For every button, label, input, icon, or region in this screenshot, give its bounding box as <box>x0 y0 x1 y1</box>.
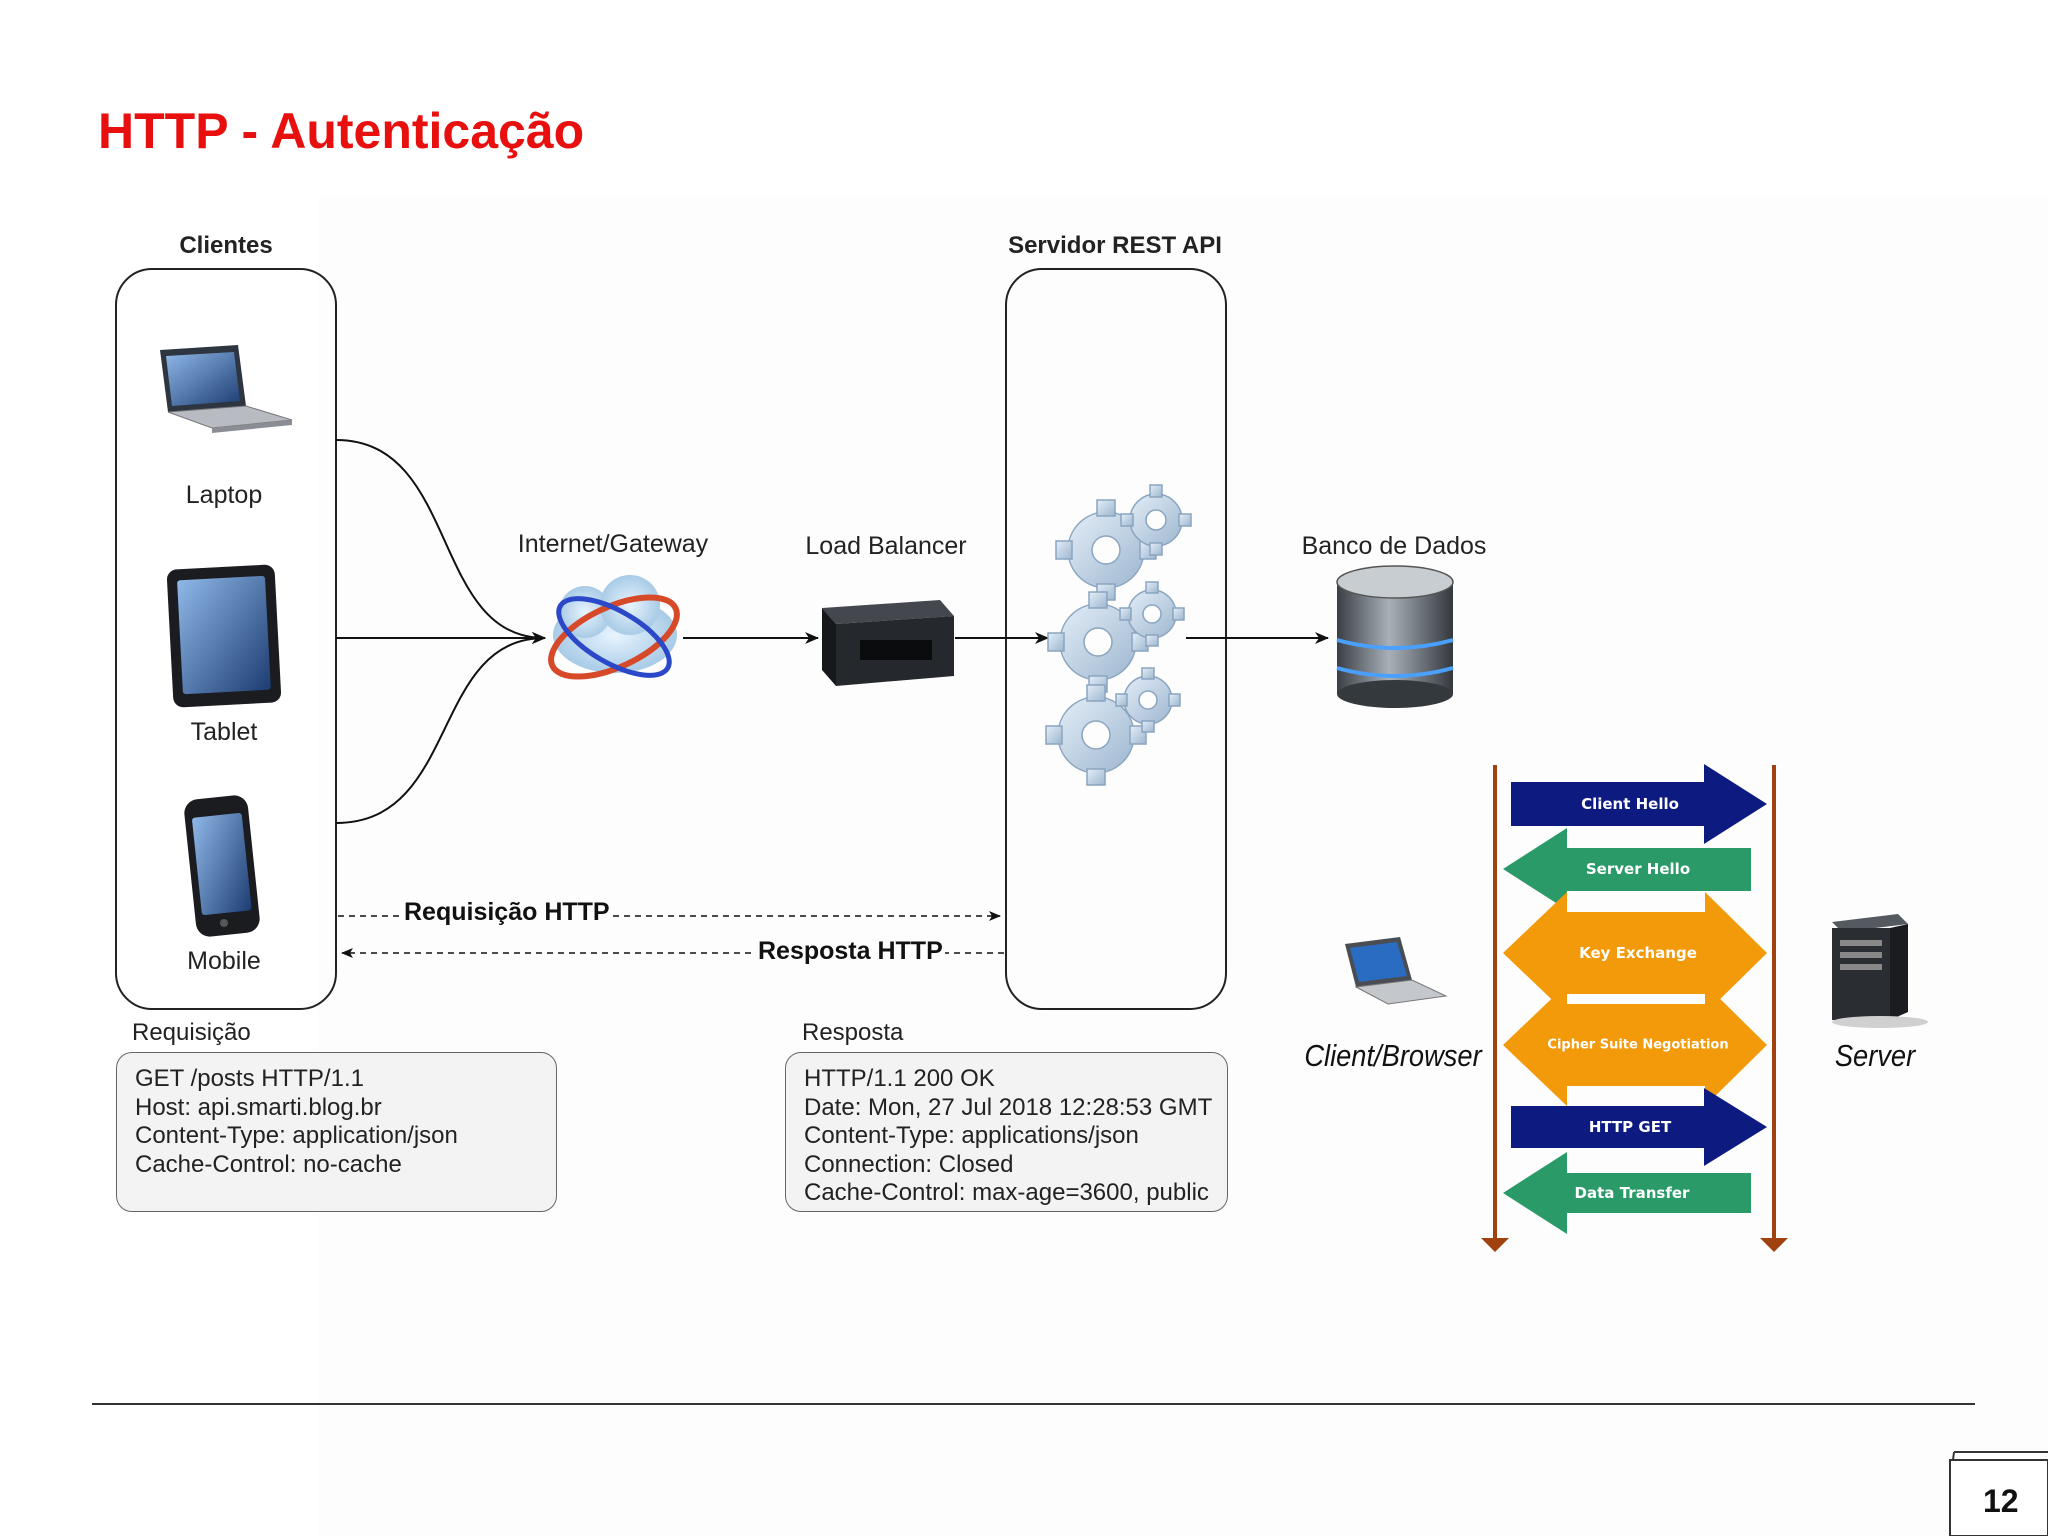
slide-title: HTTP - Autenticação <box>98 103 585 159</box>
page-number-frame <box>1949 1451 2048 1536</box>
request-box: GET /posts HTTP/1.1 Host: api.smarti.blo… <box>116 1052 557 1212</box>
server-tower-icon <box>1832 914 1928 1028</box>
data-transfer-label: Data Transfer <box>1574 1184 1690 1202</box>
request-line: GET /posts HTTP/1.1 <box>135 1065 364 1092</box>
client-hello-arrow <box>1511 764 1767 844</box>
server-hello-arrow <box>1503 828 1751 910</box>
clients-title: Clientes <box>179 232 273 259</box>
request-line: Content-Type: application/json <box>135 1122 458 1149</box>
database-label: Banco de Dados <box>1301 532 1487 560</box>
mobile-connection <box>335 632 546 824</box>
internet-gateway-label: Internet/Gateway <box>517 530 709 558</box>
load-balancer-icon <box>822 600 954 686</box>
response-label: Resposta <box>802 1019 904 1046</box>
data-transfer-arrow <box>1503 1152 1751 1234</box>
gears-icon <box>1045 484 1192 786</box>
key-exchange-label: Key Exchange <box>1579 944 1697 962</box>
response-line: Date: Mon, 27 Jul 2018 12:28:53 GMT <box>804 1093 1213 1121</box>
client-laptop-icon <box>1345 937 1448 1005</box>
device-label-mobile: Mobile <box>187 947 261 975</box>
internet-gateway-icon <box>548 575 680 680</box>
diagram-background <box>318 196 2048 1536</box>
server-hello-label: Server Hello <box>1585 860 1691 878</box>
request-line: Cache-Control: no-cache <box>135 1150 402 1178</box>
request-label: Requisição <box>132 1019 251 1046</box>
load-balancer-label: Load Balancer <box>805 532 967 560</box>
mobile-icon <box>184 795 260 937</box>
request-line: Host: api.smarti.blog.br <box>135 1093 382 1121</box>
tablet-icon <box>166 564 282 708</box>
response-flow-label: Resposta HTTP <box>756 937 945 966</box>
cipher-suite-arrow <box>1503 984 1767 1106</box>
server-title: Servidor REST API <box>1008 232 1222 259</box>
footer-divider <box>92 1403 1975 1405</box>
key-exchange-arrow <box>1503 892 1767 1014</box>
laptop-icon <box>160 345 293 433</box>
client-browser-label: Client/Browser <box>1304 1038 1482 1073</box>
response-line: HTTP/1.1 200 OK <box>804 1065 995 1092</box>
response-box: HTTP/1.1 200 OK Date: Mon, 27 Jul 2018 1… <box>785 1052 1228 1212</box>
device-label-laptop: Laptop <box>185 481 263 509</box>
server-lifeline-arrowhead <box>1760 1238 1788 1252</box>
database-icon <box>1336 565 1454 708</box>
response-line: Cache-Control: max-age=3600, public <box>804 1179 1209 1206</box>
client-lifeline-arrowhead <box>1481 1238 1509 1252</box>
laptop-connection <box>335 439 546 644</box>
page-number: 12 <box>1983 1483 2019 1519</box>
cipher-suite-label: Cipher Suite Negotiation <box>1547 1037 1729 1053</box>
response-line: Content-Type: applications/json <box>804 1122 1139 1149</box>
device-label-tablet: Tablet <box>190 718 258 746</box>
client-hello-label: Client Hello <box>1581 795 1679 813</box>
response-line: Connection: Closed <box>804 1150 1014 1178</box>
request-flow-label: Requisição HTTP <box>402 898 612 927</box>
http-get-label: HTTP GET <box>1588 1118 1672 1136</box>
server-label: Server <box>1834 1038 1916 1073</box>
http-get-arrow <box>1511 1088 1767 1166</box>
